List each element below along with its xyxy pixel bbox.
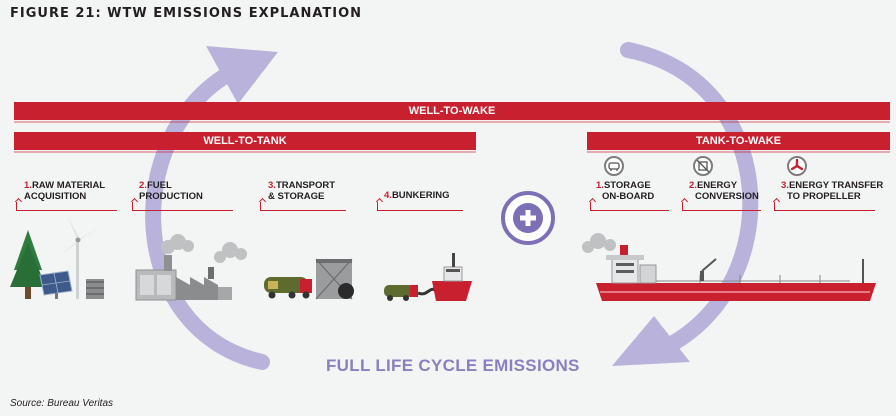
figure-title: FIGURE 21: WTW EMISSIONS EXPLANATION	[10, 6, 363, 21]
fuel-production-illustration	[135, 234, 247, 301]
cycle-arrow-left	[145, 58, 270, 370]
engine-icon	[693, 156, 713, 176]
ship-superstructure	[606, 245, 657, 284]
cycle-arrowhead-right	[612, 316, 690, 366]
propeller-icon	[787, 156, 807, 176]
wind-turbine-icon	[60, 217, 104, 299]
smoke-icon	[161, 234, 247, 263]
bunkering-illustration	[384, 253, 472, 301]
illustration-strip	[10, 217, 876, 301]
ttw-step-3-bracket	[774, 202, 875, 211]
ship-smoke-icon	[582, 233, 616, 253]
wtt-step-3: 3.TRANSPORT& STORAGE	[268, 180, 336, 202]
ttw-step-1-bracket	[590, 202, 669, 211]
bar-tank-to-wake: TANK-TO-WAKE	[587, 132, 890, 153]
transport-storage-illustration	[264, 258, 354, 300]
tree-icon	[10, 230, 46, 299]
bar-well-to-tank: WELL-TO-TANK	[14, 132, 476, 153]
wtt-step-2-bracket	[132, 202, 233, 211]
raw-material-illustration	[10, 217, 104, 299]
lifecycle-label: FULL LIFE CYCLE EMISSIONS	[326, 356, 580, 375]
ttw-step-2-bracket	[682, 202, 761, 211]
ship-mast	[862, 259, 864, 283]
ship-illustration	[582, 233, 876, 301]
storage-tank-icon	[315, 258, 354, 300]
plus-icon	[501, 191, 555, 245]
storage-icon	[604, 156, 624, 176]
bunker-vessel-icon	[432, 253, 472, 301]
wtt-step-4: 4.BUNKERING	[384, 190, 450, 201]
wtt-step-1-bracket	[16, 202, 117, 211]
cycle-arrow-right	[620, 42, 759, 358]
wtt-step-3-bracket	[260, 202, 346, 211]
cycle-arrowhead-left	[206, 46, 278, 104]
bunker-truck-icon	[384, 285, 438, 301]
tanker-truck-icon	[264, 277, 312, 299]
ship-deck	[656, 275, 850, 283]
wtt-step-4-bracket	[377, 202, 463, 211]
source-note: Source: Bureau Veritas	[10, 398, 114, 409]
solar-panel-icon	[39, 270, 73, 299]
oil-tanks-icon	[86, 279, 104, 299]
ship-crane-icon	[700, 258, 717, 281]
factory-icon	[135, 255, 232, 301]
bar-well-to-wake: WELL-TO-WAKE	[14, 102, 890, 123]
